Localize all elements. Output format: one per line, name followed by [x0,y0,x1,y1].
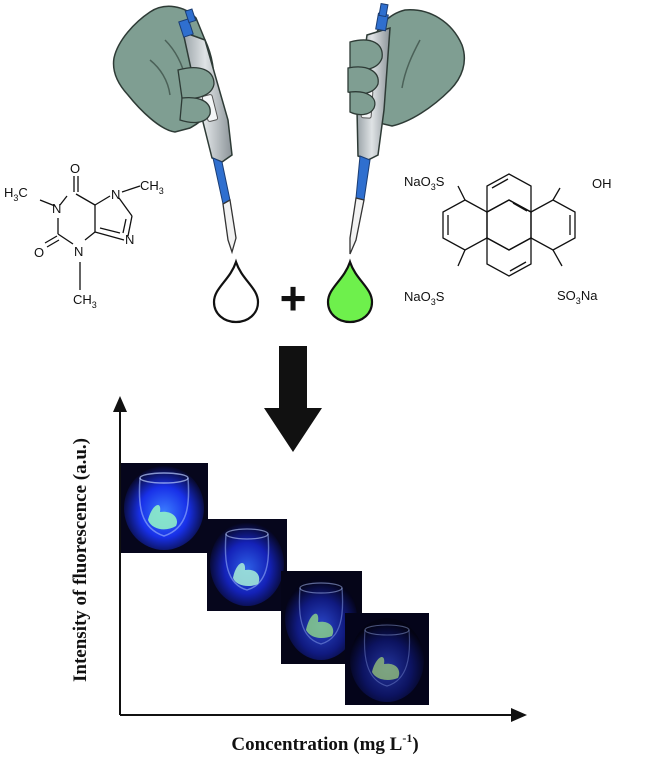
svg-text:SO3Na: SO3Na [557,288,598,306]
right-pipette-hand [347,2,466,255]
svg-text:O: O [34,245,44,260]
pyranine-structure [442,173,576,277]
svg-text:N: N [52,201,61,216]
svg-text:CH3: CH3 [140,178,164,196]
svg-text:NaO3S: NaO3S [404,289,445,307]
fluorescence-photo-1 [121,463,208,553]
chart-axes [113,396,527,722]
svg-text:CH3: CH3 [73,292,97,310]
down-arrow [264,346,322,452]
svg-text:H3C: H3C [4,185,28,203]
fluorescence-photo-4 [345,613,429,705]
left-pipette-hand [112,5,237,255]
svg-text:O: O [70,161,80,176]
svg-text:NaO3S: NaO3S [404,174,445,192]
fluorescence-photo-2 [207,519,287,611]
green-drop [326,258,374,324]
pyranine-labels: NaO3S OH NaO3S SO3Na [404,174,612,307]
x-axis-title: Concentration (mg L-1) [231,731,418,755]
caffeine-structure [39,176,141,290]
left-pipette-tip [222,198,237,255]
svg-text:N: N [125,232,134,247]
caffeine-labels: H3C N O N CH3 N O N CH3 [4,161,164,310]
svg-text:OH: OH [592,176,612,191]
svg-text:N: N [74,244,83,259]
right-pipette-tip [349,197,365,255]
y-axis-title: Intensity of fluorescence (a.u.) [70,438,91,682]
plus-sign: + [280,272,307,324]
white-drop [212,258,260,324]
svg-text:N: N [111,187,120,202]
